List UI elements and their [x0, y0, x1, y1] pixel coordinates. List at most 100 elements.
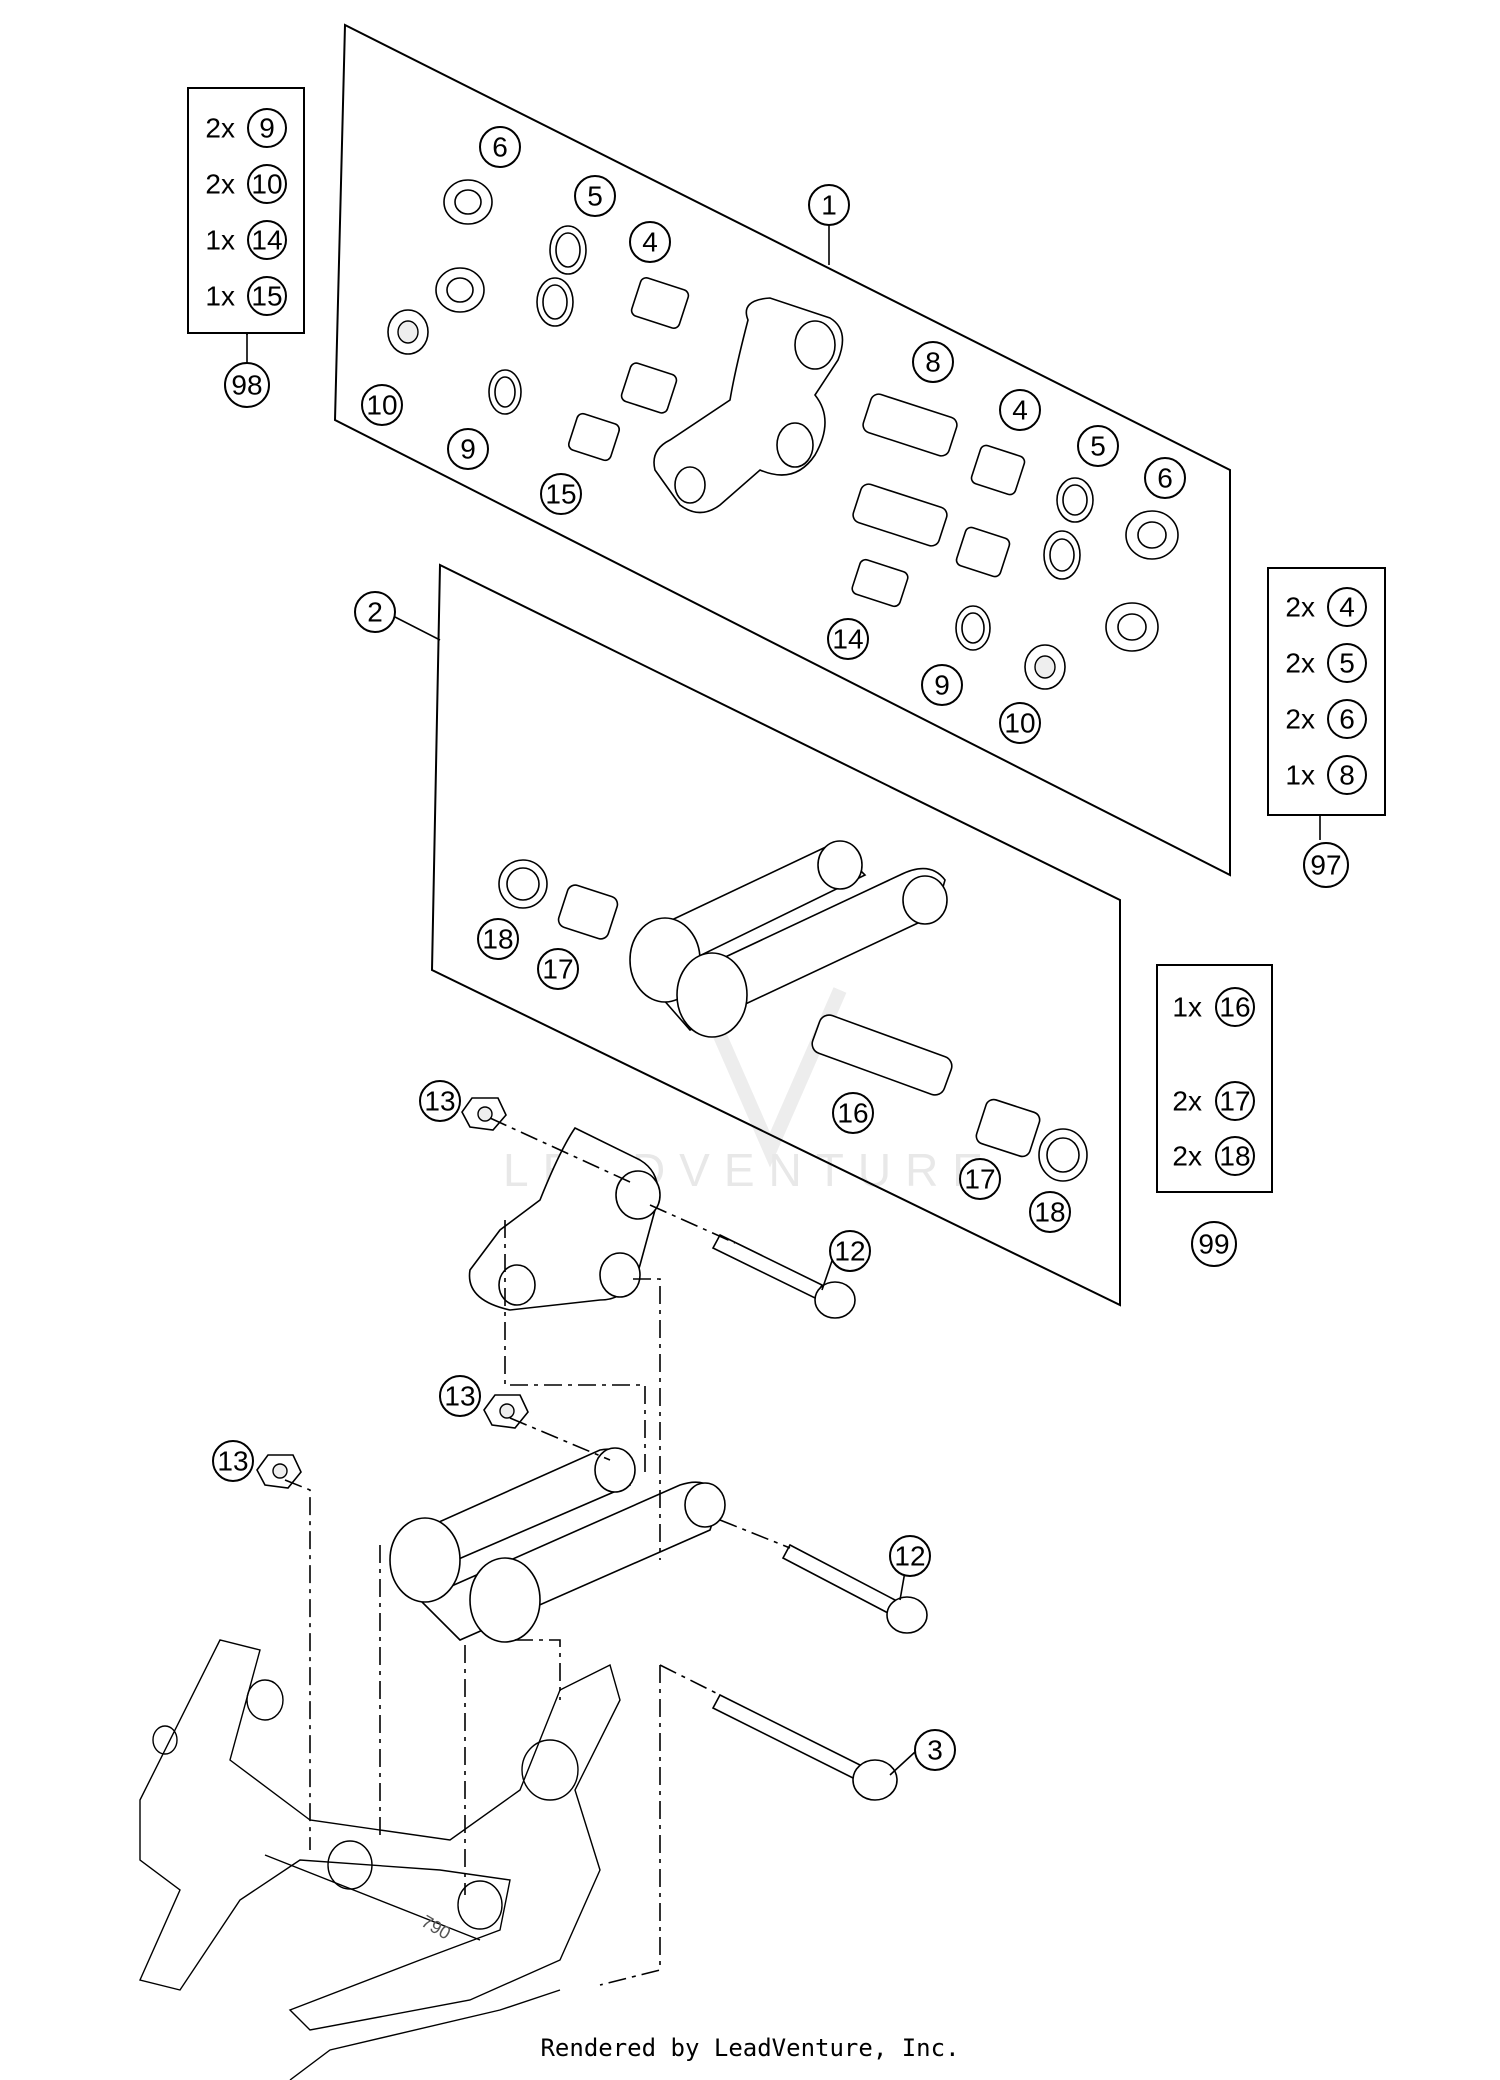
svg-text:9: 9	[259, 113, 275, 144]
callout-4: 4	[999, 389, 1041, 431]
svg-text:6: 6	[1157, 463, 1173, 494]
svg-text:6: 6	[492, 132, 508, 163]
lower-kit-panel	[430, 563, 1121, 1307]
nut-13-middle	[483, 1394, 529, 1429]
svg-text:1x: 1x	[1172, 992, 1202, 1023]
pin-16	[811, 1014, 953, 1096]
svg-text:4: 4	[1012, 395, 1028, 426]
svg-text:2x: 2x	[1172, 1141, 1202, 1172]
seals-left	[387, 179, 493, 355]
svg-text:98: 98	[231, 370, 262, 401]
assembly-lines	[284, 1117, 791, 1986]
rocker-arm-upper	[653, 297, 844, 514]
svg-text:10: 10	[251, 169, 282, 200]
svg-text:12: 12	[834, 1236, 865, 1267]
svg-text:2x: 2x	[1285, 648, 1315, 679]
callout-17: 17	[959, 1158, 1001, 1200]
svg-text:18: 18	[1219, 1141, 1250, 1172]
svg-text:16: 16	[837, 1098, 868, 1129]
svg-text:1x: 1x	[205, 281, 235, 312]
washers-left	[488, 225, 587, 415]
svg-text:10: 10	[1004, 708, 1035, 739]
bushing-17-top	[557, 884, 619, 940]
callout-13: 13	[419, 1080, 461, 1122]
render-credit: Rendered by LeadVenture, Inc.	[540, 2034, 960, 2062]
svg-text:2x: 2x	[1285, 592, 1315, 623]
svg-text:2x: 2x	[205, 169, 235, 200]
bushings-left	[567, 277, 690, 462]
svg-text:8: 8	[1339, 760, 1355, 791]
callout-15: 15	[540, 473, 582, 515]
svg-text:5: 5	[1090, 431, 1106, 462]
callout-6: 6	[479, 126, 521, 168]
svg-text:2: 2	[367, 597, 383, 628]
svg-text:17: 17	[964, 1164, 995, 1195]
callout-14: 14	[827, 618, 869, 660]
callout-97: 97	[1303, 842, 1349, 888]
callout-4: 4	[629, 221, 671, 263]
frame-marking: 790	[418, 1911, 454, 1943]
svg-text:9: 9	[460, 434, 476, 465]
svg-text:18: 18	[1034, 1197, 1065, 1228]
callout-9: 9	[921, 664, 963, 706]
callout-13: 13	[212, 1440, 254, 1482]
svg-text:18: 18	[482, 924, 513, 955]
callout-99: 99	[1191, 1221, 1237, 1267]
svg-text:2x: 2x	[1285, 704, 1315, 735]
bolt-12-upper	[711, 1233, 856, 1319]
svg-text:1x: 1x	[205, 225, 235, 256]
callout-18: 18	[477, 918, 519, 960]
svg-text:8: 8	[925, 347, 941, 378]
svg-text:3: 3	[927, 1735, 943, 1766]
callout-13: 13	[439, 1375, 481, 1417]
callout-9: 9	[447, 428, 489, 470]
nut-13-lower	[256, 1454, 302, 1489]
svg-text:4: 4	[642, 227, 658, 258]
bushing-17-bottom	[975, 1098, 1041, 1158]
svg-text:13: 13	[444, 1381, 475, 1412]
svg-text:2x: 2x	[205, 113, 235, 144]
callout-17: 17	[537, 948, 579, 990]
svg-text:5: 5	[1339, 648, 1355, 679]
callout-8: 8	[912, 341, 954, 383]
callout-5: 5	[574, 175, 616, 217]
svg-text:1: 1	[821, 190, 837, 221]
callout-18: 18	[1029, 1191, 1071, 1233]
kit-97: 2x 4 2x 5 2x 6 1x 8 97	[1267, 567, 1386, 888]
callout-98: 98	[224, 362, 270, 408]
svg-text:6: 6	[1339, 704, 1355, 735]
svg-text:9: 9	[934, 670, 950, 701]
svg-text:4: 4	[1339, 592, 1355, 623]
callout-1: 1	[808, 184, 850, 226]
svg-text:15: 15	[545, 479, 576, 510]
bolt-3	[711, 1693, 898, 1801]
sleeves-right	[851, 393, 958, 608]
svg-text:10: 10	[366, 390, 397, 421]
linkage-arms-kit	[629, 840, 948, 1038]
svg-text:99: 99	[1198, 1229, 1229, 1260]
seals-right	[1024, 510, 1179, 690]
ring-18-bottom	[1038, 1128, 1088, 1182]
frame-swingarm: 790	[139, 1639, 621, 2080]
callout-2: 2	[354, 591, 396, 633]
linkage-arms-assembly	[389, 1447, 726, 1643]
callout-10: 10	[361, 384, 403, 426]
svg-text:12: 12	[894, 1541, 925, 1572]
callout-3: 3	[914, 1729, 956, 1771]
callout-6: 6	[1144, 457, 1186, 499]
callout-12: 12	[889, 1535, 931, 1577]
svg-text:13: 13	[217, 1446, 248, 1477]
callout-12: 12	[829, 1230, 871, 1272]
svg-text:97: 97	[1310, 850, 1341, 881]
washers-right	[955, 477, 1094, 651]
svg-text:16: 16	[1219, 992, 1250, 1023]
bolt-12-lower	[781, 1543, 928, 1634]
svg-text:14: 14	[251, 225, 282, 256]
svg-text:17: 17	[1219, 1086, 1250, 1117]
svg-text:1x: 1x	[1285, 760, 1315, 791]
ring-18-top	[498, 859, 548, 909]
kit-99: 1x 16 2x 17 2x 18 99	[1156, 964, 1273, 1267]
svg-text:15: 15	[251, 281, 282, 312]
bushings-right	[955, 444, 1026, 578]
